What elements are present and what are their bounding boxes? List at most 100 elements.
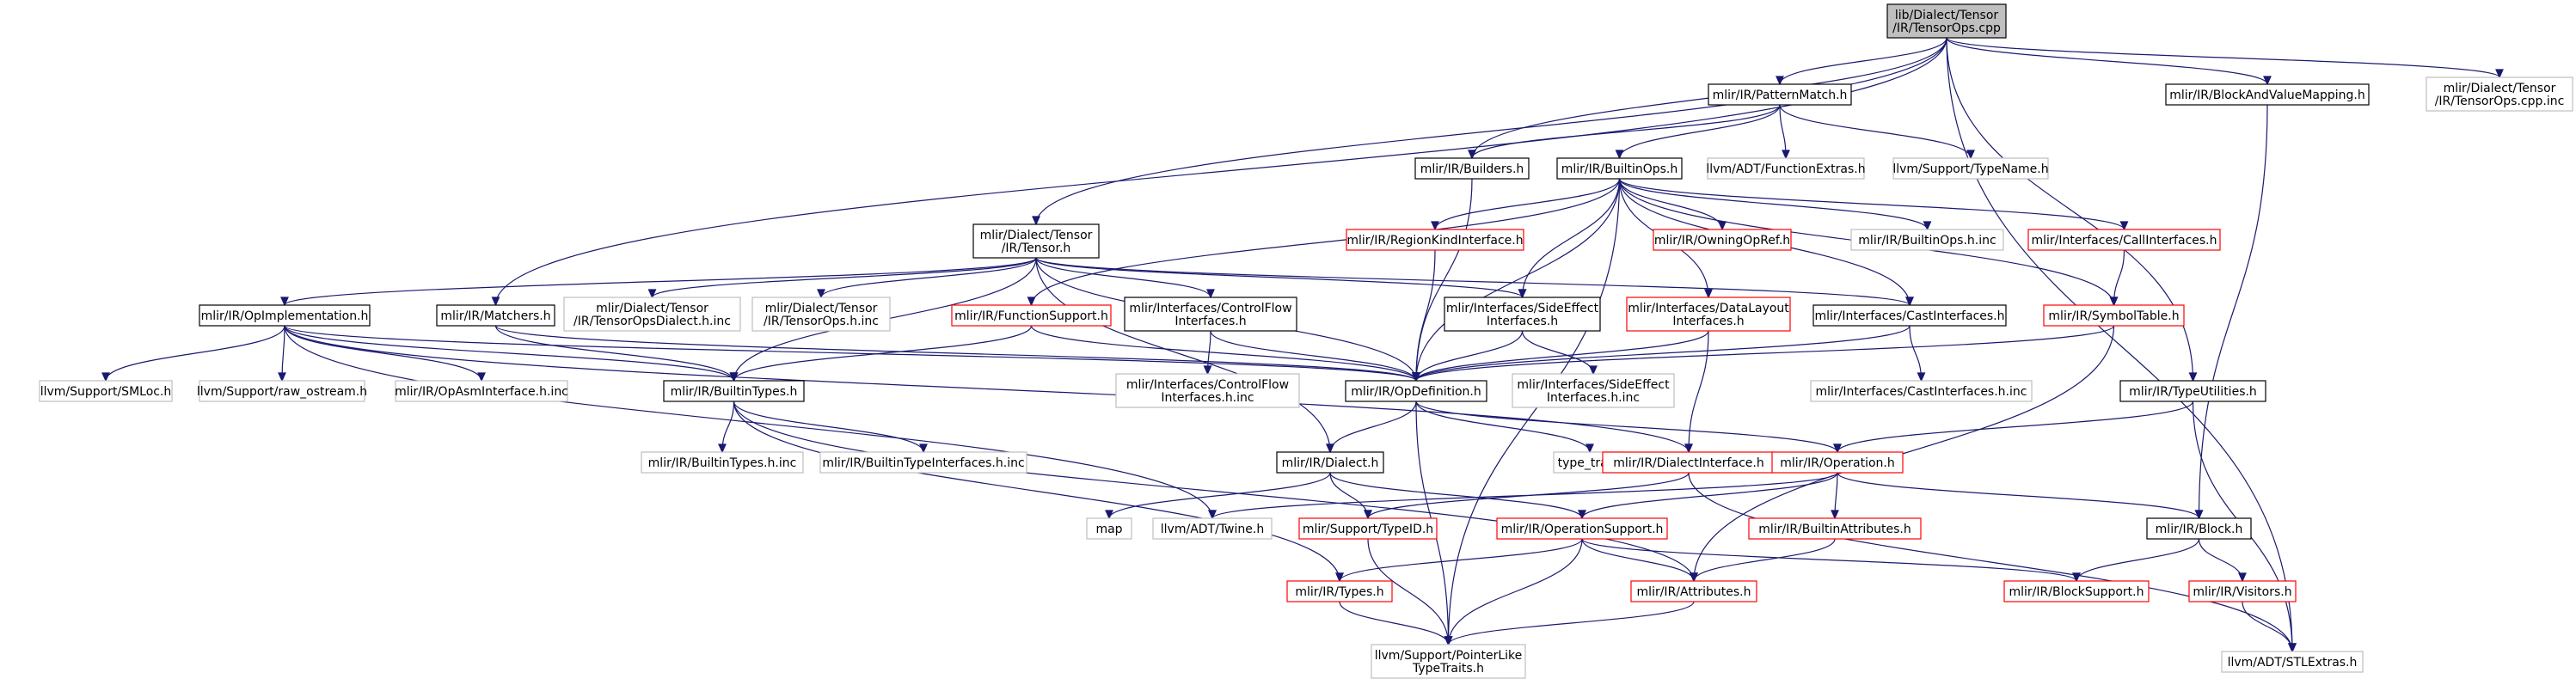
node-box <box>1707 157 1865 180</box>
node-label: llvm/ADT/Twine.h <box>1161 523 1264 536</box>
edge-operation_h-to-operationsupport <box>1578 472 1838 520</box>
edge-opimplementation-to-twine <box>284 325 1217 520</box>
node-root: lib/Dialect/Tensor/IR/TensorOps.cpp <box>1886 3 2007 39</box>
node-twine: llvm/ADT/Twine.h <box>1152 517 1273 540</box>
edge-datalayout-to-dialectinterface <box>1684 330 1709 454</box>
node-builtintypes[interactable]: mlir/IR/BuiltinTypes.h <box>663 380 805 402</box>
edge-castinterfaces-to-castinterfaces_inc <box>1909 325 1926 382</box>
node-builtinops[interactable]: mlir/IR/BuiltinOps.h <box>1556 157 1683 180</box>
node-label: mlir/IR/BuiltinTypeInterfaces.h.inc <box>822 456 1024 470</box>
edge-types_h-to-pointerlike <box>1339 601 1453 646</box>
node-stlextras: llvm/ADT/STLExtras.h <box>2221 651 2364 673</box>
node-patternmatch[interactable]: mlir/IR/PatternMatch.h <box>1708 83 1852 106</box>
node-castinterfaces[interactable]: mlir/Interfaces/CastInterfaces.h <box>1812 304 2007 327</box>
edge-patternmatch-to-builders <box>1468 104 1781 160</box>
node-functionextras: llvm/ADT/FunctionExtras.h <box>1706 157 1866 180</box>
node-typename: llvm/Support/TypeName.h <box>1892 157 2049 180</box>
node-box <box>1771 451 1904 474</box>
edge-builtinattributes-to-attributes_h <box>1690 538 1836 583</box>
node-label: /IR/Tensor.h <box>1002 242 1071 255</box>
node-box <box>563 297 741 332</box>
node-label: llvm/Support/PointerLike <box>1375 649 1523 663</box>
node-attributes_h[interactable]: mlir/IR/Attributes.h <box>1630 580 1757 602</box>
node-callinterfaces[interactable]: mlir/Interfaces/CallInterfaces.h <box>2027 229 2221 251</box>
node-label: /IR/TensorOps.cpp <box>1892 21 2001 35</box>
node-matchers[interactable]: mlir/IR/Matchers.h <box>436 304 555 327</box>
node-box <box>199 304 371 327</box>
node-owningopref[interactable]: mlir/IR/OwningOpRef.h <box>1653 229 1792 251</box>
node-label: llvm/Support/raw_ostream.h <box>197 385 367 399</box>
edge-root-to-typeutilities <box>1946 37 2198 382</box>
node-symboltable[interactable]: mlir/IR/SymbolTable.h <box>2043 304 2185 327</box>
node-box <box>1086 517 1132 540</box>
node-label: mlir/IR/Attributes.h <box>1637 585 1751 599</box>
node-opimplementation[interactable]: mlir/IR/OpImplementation.h <box>199 304 371 327</box>
node-label: /IR/TensorOps.h.inc <box>764 315 879 328</box>
edge-attributes_h-to-pointerlike <box>1444 601 1695 646</box>
node-box <box>1810 380 2033 402</box>
node-label: mlir/IR/BuiltinOps.h.inc <box>1858 234 1996 248</box>
edge-controlflow-to-controlflow_inc <box>1203 330 1212 376</box>
node-opasminterface: mlir/IR/OpAsmInterface.h.inc <box>395 380 568 402</box>
node-dialectinterface[interactable]: mlir/IR/DialectInterface.h <box>1602 451 1776 474</box>
node-label: Interfaces.h.inc <box>1161 391 1254 405</box>
node-regionkind[interactable]: mlir/IR/RegionKindInterface.h <box>1346 229 1524 251</box>
node-box <box>1886 3 2007 39</box>
node-label: /IR/TensorOps.cpp.inc <box>2435 95 2565 108</box>
node-label: mlir/Support/TypeID.h <box>1303 523 1433 536</box>
node-functionsupport[interactable]: mlir/IR/FunctionSupport.h <box>951 304 1112 327</box>
node-blocksupport[interactable]: mlir/IR/BlockSupport.h <box>2003 580 2150 602</box>
node-label: mlir/Interfaces/ControlFlow <box>1129 302 1291 315</box>
node-builders[interactable]: mlir/IR/Builders.h <box>1414 157 1530 180</box>
node-label: mlir/IR/BuiltinTypes.h <box>671 385 798 399</box>
node-operationsupport[interactable]: mlir/IR/OperationSupport.h <box>1496 517 1668 540</box>
edge-patternmatch-to-typename <box>1779 104 1975 160</box>
node-opdefinition[interactable]: mlir/IR/OpDefinition.h <box>1345 380 1487 402</box>
node-controlflow_inc: mlir/Interfaces/ControlFlowInterfaces.h.… <box>1115 373 1300 408</box>
node-blockvaluemap[interactable]: mlir/IR/BlockAndValueMapping.h <box>2165 83 2370 106</box>
node-label: mlir/Interfaces/CastInterfaces.h <box>1814 309 2004 323</box>
node-operation_h[interactable]: mlir/IR/Operation.h <box>1771 451 1904 474</box>
edge-builtinops-to-regionkind <box>1431 178 1621 231</box>
edge-patternmatch-to-functionextras <box>1779 104 1790 160</box>
node-box <box>1653 229 1792 251</box>
node-types_h[interactable]: mlir/IR/Types.h <box>1286 580 1393 602</box>
edge-functionsupport-to-builtintypes <box>729 325 1033 382</box>
edge-castinterfaces-to-opdefinition <box>1412 325 1911 382</box>
node-box <box>1286 580 1393 602</box>
node-builtinattributes[interactable]: mlir/IR/BuiltinAttributes.h <box>1748 517 1922 540</box>
node-visitors[interactable]: mlir/IR/Visitors.h <box>2188 580 2297 602</box>
edge-builtinops-to-functionsupport <box>1027 178 1621 307</box>
edge-blockvaluemap-to-block_h <box>2194 104 2268 520</box>
node-label: mlir/Interfaces/DataLayout <box>1628 302 1789 315</box>
node-label: Interfaces.h <box>1672 315 1744 328</box>
node-tensor_h[interactable]: mlir/Dialect/Tensor/IR/Tensor.h <box>972 223 1100 259</box>
node-typeid[interactable]: mlir/Support/TypeID.h <box>1298 517 1438 540</box>
node-typeutilities[interactable]: mlir/IR/TypeUtilities.h <box>2119 380 2266 402</box>
edge-root-to-tensor_h <box>1032 37 1947 226</box>
edge-tensor_h-to-tensordialect_inc <box>647 257 1037 299</box>
node-box <box>751 297 891 332</box>
node-label: mlir/IR/BuiltinTypes.h.inc <box>648 456 797 470</box>
node-label: mlir/IR/OperationSupport.h <box>1501 523 1664 536</box>
node-tensorops_inc: mlir/Dialect/Tensor/IR/TensorOps.cpp.inc <box>2426 76 2573 112</box>
node-smloc: llvm/Support/SMLoc.h <box>39 380 173 402</box>
edge-opimplementation-to-smloc <box>101 325 285 382</box>
node-box <box>1298 517 1438 540</box>
node-label: mlir/Interfaces/SideEffect <box>1446 302 1599 315</box>
node-block_h[interactable]: mlir/IR/Block.h <box>2146 517 2252 540</box>
node-box <box>1626 297 1791 332</box>
node-box <box>1371 644 1526 679</box>
edge-typeutilities-to-operation_h <box>1833 401 2194 454</box>
node-box <box>1850 229 2004 251</box>
node-castinterfaces_inc: mlir/Interfaces/CastInterfaces.h.inc <box>1810 380 2033 402</box>
node-dialect_h[interactable]: mlir/IR/Dialect.h <box>1276 451 1384 474</box>
node-label: mlir/IR/FunctionSupport.h <box>954 309 1108 323</box>
node-box <box>1444 297 1601 332</box>
node-box <box>1602 451 1776 474</box>
node-label: TypeTraits.h <box>1412 662 1484 676</box>
